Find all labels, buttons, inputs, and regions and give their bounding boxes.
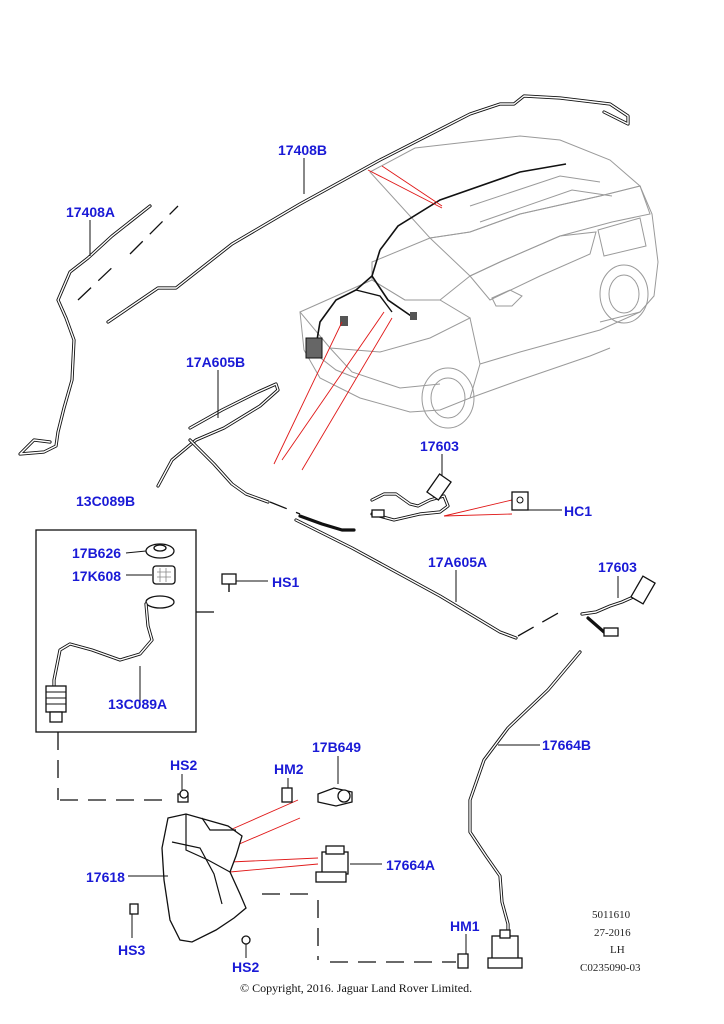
- diagram-ref-number: 5011610: [592, 909, 631, 921]
- hose-17A605B: [156, 382, 301, 515]
- callout-17A605B: 17A605B: [186, 354, 245, 370]
- copyright-notice: © Copyright, 2016. Jaguar Land Rover Lim…: [240, 981, 472, 995]
- diagram-ref-side: LH: [610, 944, 625, 956]
- pump-17664B-part: [487, 929, 523, 969]
- callout-HS3: HS3: [118, 942, 145, 958]
- grommet-hm1-part: [457, 953, 469, 969]
- filler-neck-part: [45, 595, 175, 723]
- filler-neck-group-box: [35, 529, 222, 801]
- hose-17408A: [18, 204, 152, 456]
- leader-lines: [89, 158, 619, 958]
- hose-17603-top: [370, 473, 452, 522]
- screw-hs1-part: [221, 573, 237, 592]
- callout-17K608: 17K608: [72, 568, 121, 584]
- callout-17408B: 17408B: [278, 142, 327, 158]
- filler-cap-part: [145, 543, 175, 559]
- pump-17664A-part: [315, 845, 349, 883]
- callout-17603-right: 17603: [598, 559, 637, 575]
- hose-17603-right: [580, 575, 656, 637]
- callout-17B649: 17B649: [312, 739, 361, 755]
- hose-17664B: [468, 650, 582, 946]
- callout-17A605A: 17A605A: [428, 554, 487, 570]
- hose-17408B: [77, 94, 630, 324]
- strainer-part: [152, 565, 176, 585]
- hose-17A605A: [294, 514, 561, 640]
- callout-HS2-top: HS2: [170, 757, 197, 773]
- callout-13C089B: 13C089B: [76, 493, 135, 509]
- screw-hs3-part: [129, 903, 139, 915]
- callout-17664B: 17664B: [542, 737, 591, 753]
- red-pointer-lines: [229, 165, 513, 873]
- screw-hs2-top-part: [179, 789, 189, 799]
- screw-hs2-bottom-part: [241, 935, 251, 945]
- diagram-ref-code: C0235090-03: [580, 962, 641, 974]
- callout-HM2: HM2: [274, 761, 304, 777]
- pump-17B649-part: [317, 787, 353, 807]
- reservoir-part: [161, 793, 247, 943]
- callout-HM1: HM1: [450, 918, 480, 934]
- vehicle-illustration: [299, 135, 659, 429]
- callout-13C089A: 13C089A: [108, 696, 167, 712]
- clip-hc1-part: [511, 491, 529, 511]
- callout-HC1: HC1: [564, 503, 592, 519]
- grommet-hm2-part: [281, 787, 293, 803]
- callout-HS1: HS1: [272, 574, 299, 590]
- callout-17603-top: 17603: [420, 438, 459, 454]
- callout-17B626: 17B626: [72, 545, 121, 561]
- callout-HS2-bottom: HS2: [232, 959, 259, 975]
- diagram-ref-date: 27-2016: [594, 927, 631, 939]
- callout-17408A: 17408A: [66, 204, 115, 220]
- callout-17664A: 17664A: [386, 857, 435, 873]
- callout-17618: 17618: [86, 869, 125, 885]
